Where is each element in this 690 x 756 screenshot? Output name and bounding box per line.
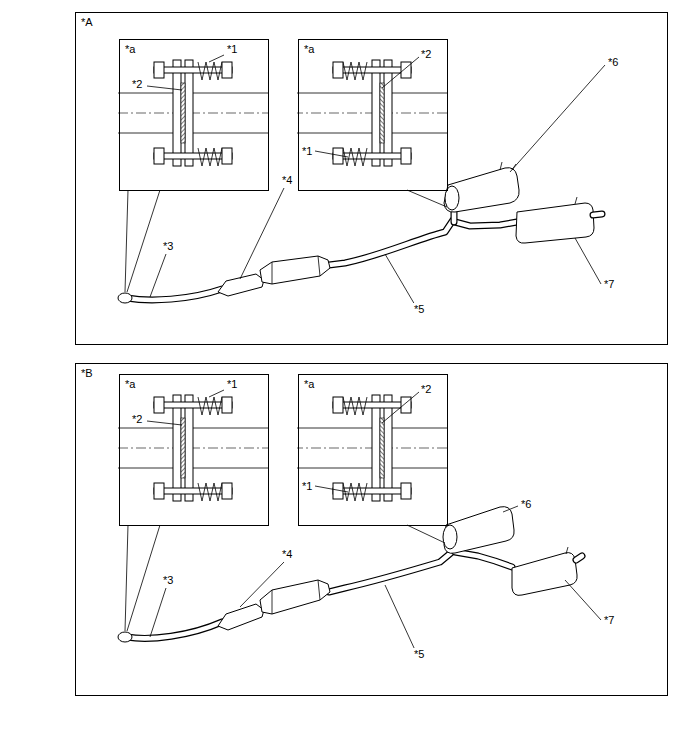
view-letter: *a: [125, 378, 135, 391]
detail-inset: *a: [119, 39, 269, 191]
callout-number: *2: [420, 48, 432, 61]
callout-number: *2: [131, 78, 143, 91]
callout-number: *5: [413, 648, 425, 661]
flange-detail: [118, 395, 268, 501]
callout-number: *3: [162, 240, 174, 253]
detail-inset: *a: [298, 39, 448, 191]
callout-number: *1: [301, 145, 313, 158]
view-letter: *a: [304, 378, 314, 391]
callout-number: *4: [281, 174, 293, 187]
view-letter: *B: [81, 367, 93, 380]
view-letter: *A: [81, 16, 93, 29]
view-letter: *a: [304, 43, 314, 56]
callout-number: *6: [520, 498, 532, 511]
view-panel: *B *a *a: [75, 363, 668, 696]
callout-number: *7: [603, 278, 615, 291]
callout-number: *1: [226, 378, 238, 391]
callout-number: *3: [162, 574, 174, 587]
callout-number: *5: [413, 303, 425, 316]
view-panel: *A *a *a: [75, 12, 668, 345]
callout-number: *2: [131, 413, 143, 426]
exhaust-system: [118, 162, 602, 303]
callout-number: *2: [420, 383, 432, 396]
callout-number: *1: [226, 43, 238, 56]
callout-number: *6: [607, 56, 619, 69]
exhaust-system: [118, 507, 582, 642]
callout-number: *1: [301, 480, 313, 493]
leader-lines: [125, 55, 605, 650]
flange-detail: [297, 395, 447, 501]
callout-number: *4: [281, 548, 293, 561]
detail-inset: *a: [298, 374, 448, 526]
callout-number: *7: [603, 614, 615, 627]
flange-detail: [297, 60, 447, 166]
detail-inset: *a: [119, 374, 269, 526]
flange-detail: [118, 60, 268, 166]
view-letter: *a: [125, 43, 135, 56]
